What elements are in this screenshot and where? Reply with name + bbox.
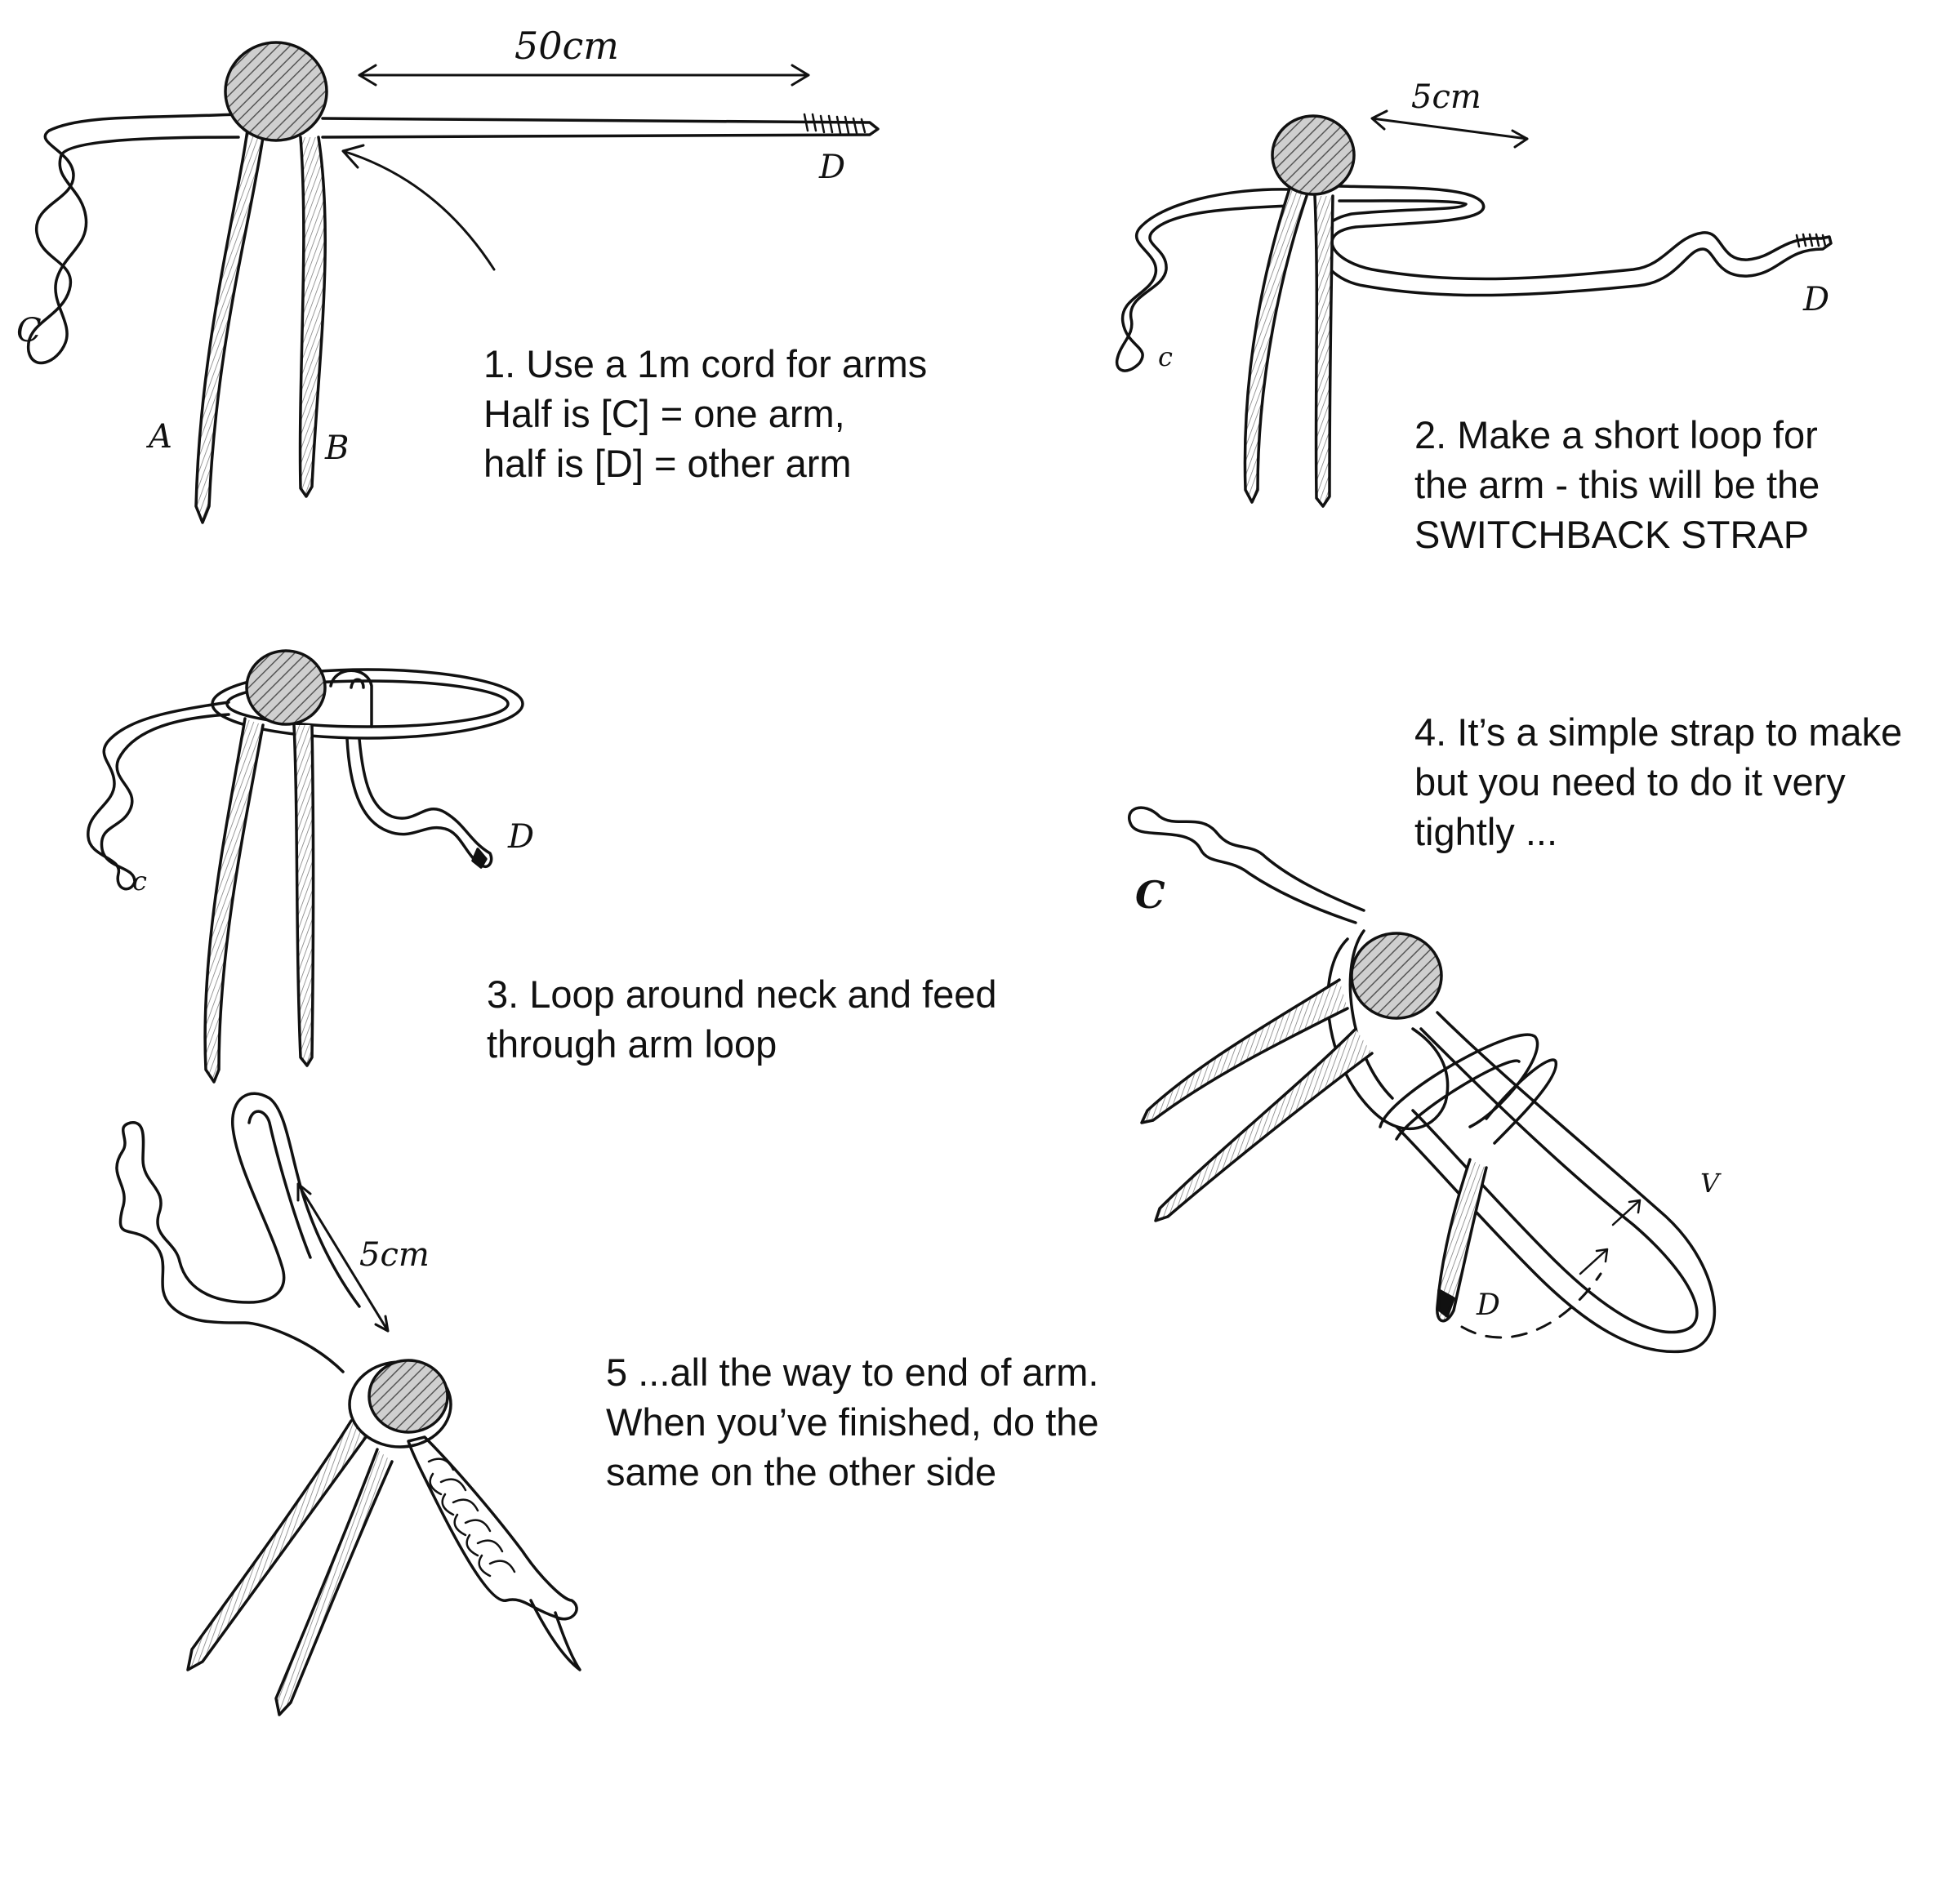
- label-a: A: [145, 418, 172, 456]
- cord-d-3: [345, 737, 493, 868]
- step-3-caption: 3. Loop around neck and feed through arm…: [487, 969, 997, 1069]
- braid-pattern: [427, 1458, 516, 1578]
- arm-a-2: [1243, 185, 1308, 504]
- step-1-line-1: 1. Use a 1m cord for arms: [483, 342, 928, 385]
- frayed-end-2: [1795, 233, 1827, 248]
- cord-c: [27, 113, 240, 365]
- arm-a-3: [203, 717, 265, 1084]
- label-c-1: C: [16, 312, 42, 349]
- step-5-line-2: When you’ve finished, do the: [606, 1400, 1099, 1444]
- step-2-caption: 2. Make a short loop for the arm - this …: [1414, 410, 1820, 559]
- step-2-line-3: SWITCHBACK STRAP: [1414, 513, 1810, 556]
- cord-d: [321, 117, 880, 139]
- cord-d-4-tip: [1437, 1288, 1455, 1318]
- bead-4: [1350, 932, 1443, 1020]
- bead: [224, 41, 328, 142]
- arm-a-4: [1140, 978, 1349, 1124]
- braided-strap: [407, 1435, 578, 1621]
- arm-b: [298, 136, 327, 498]
- label-c-4: C: [1135, 873, 1165, 917]
- label-d-4: D: [1476, 1288, 1500, 1322]
- step-3-line-2: through arm loop: [487, 1022, 777, 1066]
- pointer-arrow: [341, 144, 496, 271]
- label-b: B: [324, 429, 349, 467]
- dashed-path: [1460, 1272, 1602, 1339]
- cord-d-3-tip: [471, 848, 488, 869]
- bead-2: [1271, 114, 1356, 196]
- switchback-loop-4: [1395, 1011, 1717, 1354]
- bead-3: [245, 649, 327, 726]
- strap-tail: [529, 1599, 581, 1671]
- step-4-line-1: 4. It’s a simple strap to make: [1414, 710, 1903, 754]
- label-d-1: D: [818, 149, 845, 186]
- frayed-end: [803, 113, 866, 135]
- measure-arrow-5b: [296, 1182, 390, 1333]
- measure-arrow-5: [1370, 109, 1529, 149]
- figure-5: 5cm: [115, 1092, 581, 1716]
- step-5-line-3: same on the other side: [606, 1450, 997, 1493]
- small-arrow-2: [1611, 1199, 1642, 1226]
- u-loop-inner: [247, 1110, 312, 1259]
- switchback-loop: [1316, 185, 1833, 297]
- arm-a: [194, 117, 265, 524]
- arm-b-4: [1154, 1027, 1374, 1222]
- step-1-line-2: Half is [C] = one arm,: [483, 392, 845, 435]
- step-1-line-3: half is [D] = other arm: [483, 442, 852, 485]
- arm-b-3: [292, 723, 315, 1067]
- bead-5: [368, 1359, 449, 1434]
- arm-b-2: [1313, 194, 1334, 508]
- wrap-2: [1485, 1058, 1557, 1145]
- arm-b-5: [274, 1448, 394, 1716]
- label-d-2: D: [1802, 281, 1829, 318]
- label-c-2: c: [1158, 341, 1173, 372]
- step-5-caption: 5 ...all the way to end of arm. When you…: [606, 1347, 1099, 1497]
- figure-1: 50cm D C A B: [16, 24, 880, 524]
- cord-c-3: [87, 701, 230, 891]
- label-50cm: 50cm: [514, 24, 619, 68]
- step-5-line-1: 5 ...all the way to end of arm.: [606, 1351, 1099, 1394]
- step-4-caption: 4. It’s a simple strap to make but you n…: [1414, 707, 1902, 857]
- cord-c-2: [1115, 188, 1292, 372]
- step-2-line-2: the arm - this will be the: [1414, 463, 1820, 506]
- label-d-3: D: [507, 818, 534, 856]
- measure-arrow-50: [358, 64, 810, 87]
- step-3-line-1: 3. Loop around neck and feed: [487, 972, 997, 1016]
- label-v-mark: V: [1700, 1168, 1722, 1199]
- figure-3: D c: [87, 649, 534, 1084]
- cord-c-5: [115, 1092, 361, 1373]
- label-c-3: c: [132, 866, 147, 897]
- step-2-line-1: 2. Make a short loop for: [1414, 413, 1818, 456]
- step-4-line-2: but you need to do it very: [1414, 760, 1846, 803]
- label-5cm-2: 5cm: [359, 1236, 430, 1274]
- arm-a-5: [186, 1419, 368, 1671]
- arm-loop: [329, 669, 373, 728]
- small-arrow-1: [1579, 1248, 1609, 1275]
- cord-c-4: [1128, 806, 1365, 924]
- label-5cm-1: 5cm: [1411, 78, 1481, 116]
- step-1-caption: 1. Use a 1m cord for arms Half is [C] = …: [483, 339, 927, 488]
- figure-2: 5cm D c: [1115, 78, 1833, 508]
- step-4-line-3: tightly ...: [1414, 810, 1558, 853]
- cord-d-4: [1436, 1158, 1488, 1323]
- figure-4: D C V: [1128, 806, 1722, 1354]
